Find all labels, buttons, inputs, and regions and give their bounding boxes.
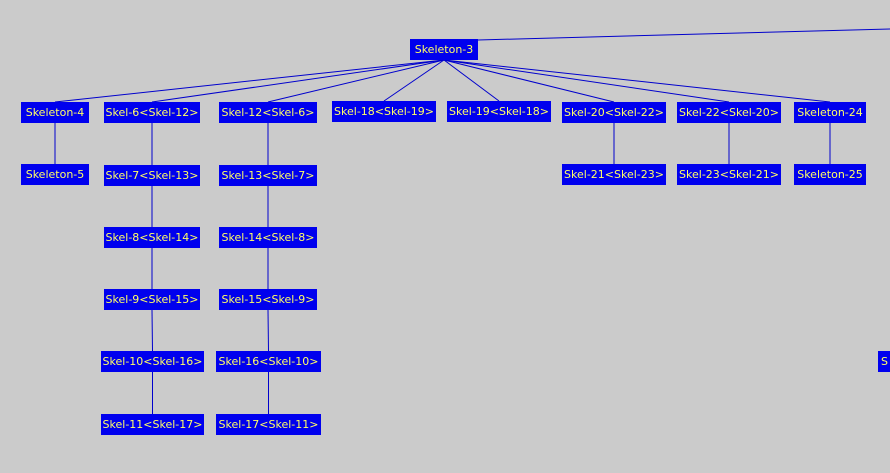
node-skel-18[interactable]: Skel-18<Skel-19> [332,101,436,122]
node-skel-15[interactable]: Skel-15<Skel-9> [219,289,317,310]
node-skel-16[interactable]: Skel-16<Skel-10> [216,351,321,372]
node-skel-12[interactable]: Skel-12<Skel-6> [219,102,317,123]
node-skeleton-25[interactable]: Skeleton-25 [794,164,866,185]
edge-skeleton-3-to-skeleton-24 [443,59,831,103]
node-skel-6[interactable]: Skel-6<Skel-12> [104,102,200,123]
node-skel-23[interactable]: Skel-23<Skel-21> [677,164,781,185]
node-skel-8[interactable]: Skel-8<Skel-14> [104,227,200,248]
edge-skel-15-to-skel-16 [267,309,269,352]
node-skeleton-24[interactable]: Skeleton-24 [794,102,866,123]
edge-skeleton-3-to-skel-22 [443,59,730,103]
node-skel-10[interactable]: Skel-10<Skel-16> [101,351,204,372]
edge-skeleton-3-to-skel-20 [443,59,615,103]
node-skeleton-5[interactable]: Skeleton-5 [21,164,89,185]
edge-skeleton-3-to-skel-19 [443,59,500,102]
node-skeleton-3[interactable]: Skeleton-3 [410,39,478,60]
node-skel-20[interactable]: Skel-20<Skel-22> [562,102,666,123]
node-partial-offscreen[interactable]: S [878,351,890,372]
edge-skeleton-3-to-skeleton-4 [54,59,445,103]
node-skel-13[interactable]: Skel-13<Skel-7> [219,165,317,186]
node-skel-21[interactable]: Skel-21<Skel-23> [562,164,666,185]
edge-skeleton-3-to-skel-12 [267,59,445,103]
node-skel-11[interactable]: Skel-11<Skel-17> [101,414,204,435]
edge-skeleton-3-to-skel-18 [383,59,445,102]
node-skel-7[interactable]: Skel-7<Skel-13> [104,165,200,186]
edge-skeleton-3-to-offscreen-parent [477,28,890,41]
node-skel-22[interactable]: Skel-22<Skel-20> [677,102,781,123]
edge-skeleton-3-to-skel-6 [151,59,445,103]
node-skel-14[interactable]: Skel-14<Skel-8> [219,227,317,248]
edge-skel-9-to-skel-10 [151,309,153,352]
node-skel-17[interactable]: Skel-17<Skel-11> [216,414,321,435]
node-skel-9[interactable]: Skel-9<Skel-15> [104,289,200,310]
node-skel-19[interactable]: Skel-19<Skel-18> [447,101,551,122]
node-skeleton-4[interactable]: Skeleton-4 [21,102,89,123]
